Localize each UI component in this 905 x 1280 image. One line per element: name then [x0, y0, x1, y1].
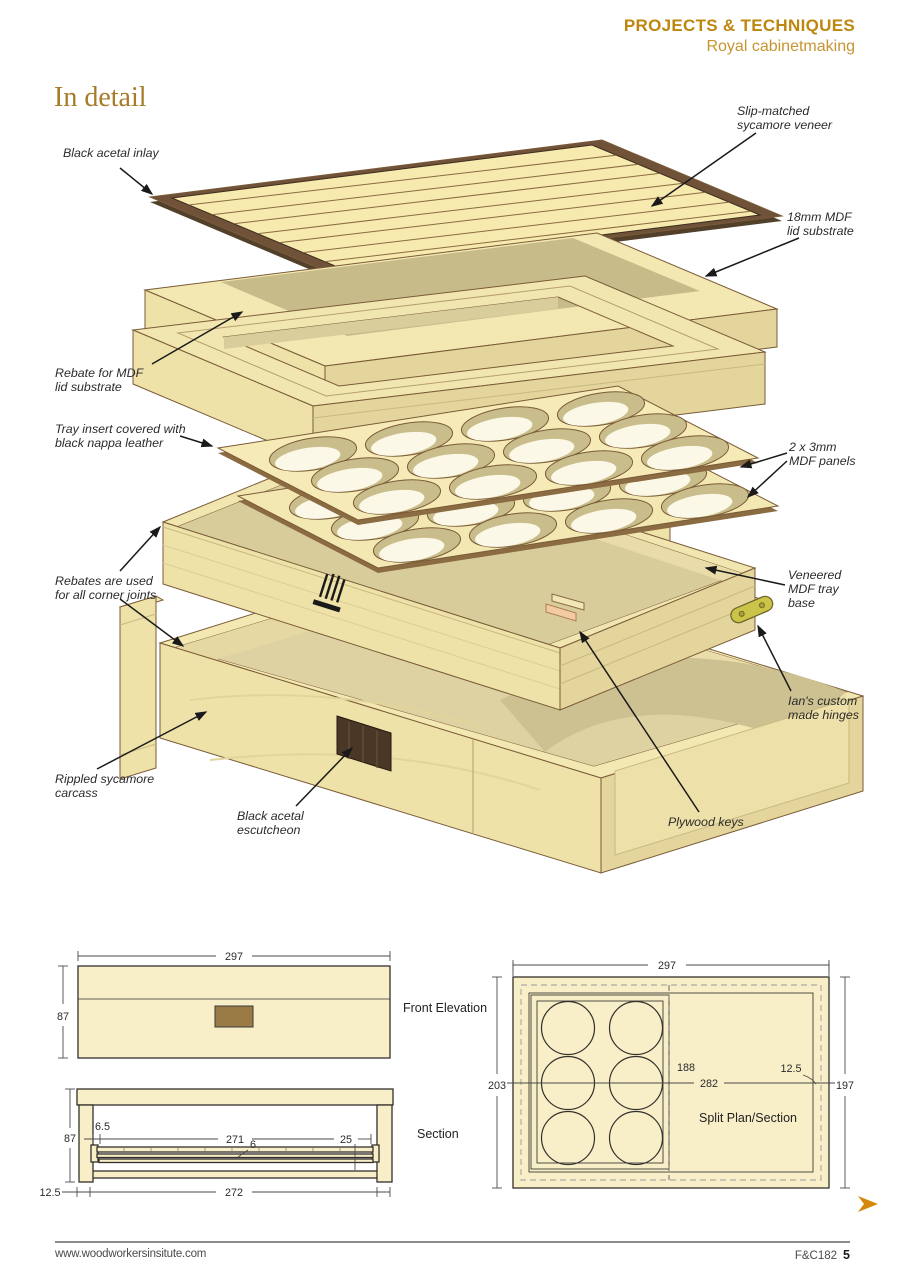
custom-hinge: [730, 595, 774, 624]
escutcheon-front-view: [214, 1005, 254, 1028]
masthead: PROJECTS & TECHNIQUES Royal cabinetmakin…: [624, 16, 855, 56]
dim-sp-width: 297: [658, 960, 676, 972]
tray-front-mark: [312, 573, 346, 613]
label-rebate-lid: Rebate for MDF lid substrate: [55, 366, 144, 395]
arrow-hinges: [757, 624, 792, 692]
label-escutcheon: Black acetal escutcheon: [237, 809, 304, 838]
label-corner-rebates: Rebates are used for all corner joints: [55, 574, 157, 603]
dim-sp-internal: 282: [700, 1078, 718, 1090]
dim-fe-height: 87: [57, 1011, 69, 1023]
arrow-corner-rebate-1: [119, 525, 162, 572]
label-plywood-keys: Plywood keys: [668, 815, 744, 829]
dim-sp-depth: 203: [488, 1080, 506, 1092]
front-elevation-title: Front Elevation: [403, 1001, 487, 1015]
tray-insert-panel-upper: [216, 385, 760, 525]
split-plan-drawing: 297 203 188 282 12.5 197 Split Plan/Sect…: [488, 960, 854, 1189]
dim-fe-width: 297: [225, 951, 243, 963]
dim-sec-internal: 272: [225, 1187, 243, 1199]
arrow-rebate-lid: [151, 311, 244, 365]
issue-code: F&C182: [794, 1250, 838, 1262]
label-tray-base: Veneered MDF tray base: [788, 568, 842, 611]
dim-sec-tray-thickness: 6: [250, 1139, 256, 1151]
label-tray-insert: Tray insert covered with black nappa lea…: [55, 422, 186, 451]
dim-sp-right-depth: 197: [836, 1080, 854, 1092]
label-slip-matched: Slip-matched sycamore veneer: [737, 104, 833, 133]
arrow-tray-base: [704, 565, 786, 586]
section-title: PROJECTS & TECHNIQUES: [623, 16, 855, 35]
dim-sp-tray-depth: 188: [677, 1062, 695, 1074]
footer-issue: F&C182 5: [795, 1248, 850, 1262]
page-title: In detail: [54, 82, 147, 113]
footer-rule: [55, 1241, 850, 1243]
continued-arrow-icon: [858, 1196, 878, 1212]
arrow-mdf-panel-2: [746, 460, 788, 499]
section-title: Section: [417, 1127, 459, 1141]
arrow-lid-substrate: [704, 237, 800, 277]
arrow-tray-insert: [179, 435, 214, 448]
label-carcass: Rippled sycamore carcass: [55, 772, 155, 801]
dim-sec-inset: 6.5: [95, 1121, 110, 1133]
plywood-key-blocks: [545, 593, 585, 622]
article-title: Royal cabinetmaking: [706, 38, 855, 55]
label-hinges: Ian's custom made hinges: [788, 694, 859, 723]
arrow-corner-rebate-2: [119, 598, 185, 647]
arrow-mdf-panel-1: [739, 452, 788, 469]
dim-sec-height: 87: [64, 1133, 76, 1145]
front-elevation-drawing: 297 87 Front Elevation: [57, 951, 487, 1059]
arrow-escutcheon: [295, 746, 354, 807]
arrow-carcass: [96, 711, 208, 770]
dim-sec-base: 12.5: [39, 1187, 60, 1199]
label-black-acetal-inlay: Black acetal inlay: [63, 146, 159, 160]
section-drawing: 87 12.5 272 6.5 271 6 25 Section: [39, 1088, 459, 1199]
footer-website: www.woodworkersinsitute.com: [55, 1248, 207, 1260]
arrow-black-acetal-inlay: [119, 167, 154, 195]
page-number: 5: [843, 1248, 850, 1262]
label-lid-substrate: 18mm MDF lid substrate: [787, 210, 854, 239]
veneer-panel: [148, 139, 784, 278]
label-mdf-panels: 2 x 3mm MDF panels: [789, 440, 856, 469]
dim-sec-tray-length: 271: [226, 1134, 244, 1146]
dim-sp-wall: 12.5: [780, 1063, 801, 1075]
dim-sec-end-gap: 25: [340, 1134, 352, 1146]
annotation-arrows: [96, 132, 800, 813]
arrow-plywood-keys: [579, 630, 700, 813]
arrow-slip-matched: [650, 132, 757, 207]
split-plan-title: Split Plan/Section: [699, 1111, 797, 1125]
